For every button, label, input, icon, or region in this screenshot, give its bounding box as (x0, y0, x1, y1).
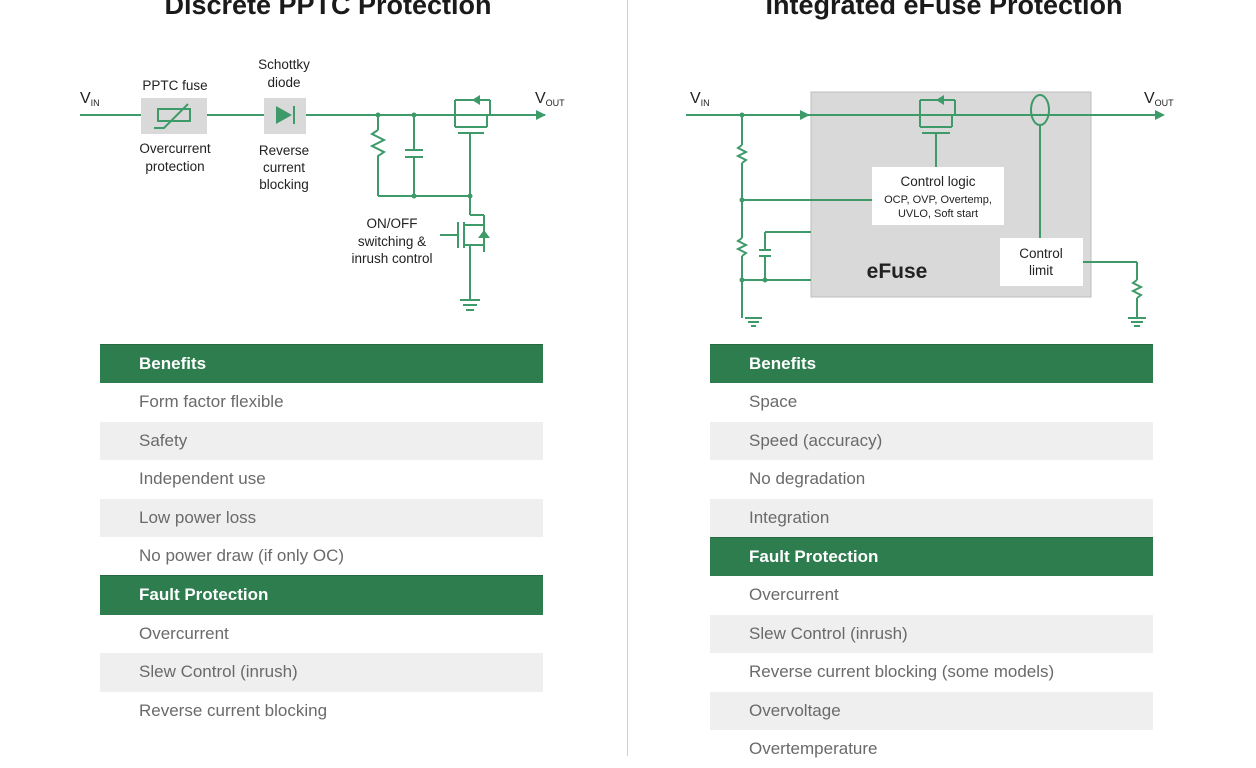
fault-item: Overvoltage (710, 691, 1153, 730)
onoff-label-line3: inrush control (351, 251, 432, 266)
benefits-header: Benefits (710, 344, 1153, 384)
fault-item: Reverse current blocking (some models) (749, 662, 1055, 682)
efuse-benefits-table: Benefits Space Speed (accuracy) No degra… (710, 344, 1153, 768)
benefits-header: Benefits (100, 344, 543, 384)
fault-item: Overcurrent (749, 585, 839, 605)
control-logic-box (872, 167, 1004, 225)
left-vout-label: VOUT (535, 90, 565, 108)
fault-item: Overtemperature (749, 738, 878, 758)
schottky-caption-line3: blocking (259, 177, 309, 192)
benefit-item: Speed (accuracy) (710, 421, 1153, 461)
left-title: Discrete PPTC Protection (164, 0, 492, 20)
benefit-item: Space (749, 392, 798, 412)
benefit-item: No degradation (749, 469, 866, 489)
control-logic-line3: UVLO, Soft start (898, 208, 978, 220)
onoff-label-line1: ON/OFF (367, 216, 418, 231)
schottky-caption-line1: Reverse (259, 143, 309, 158)
control-logic-line2: OCP, OVP, Overtemp, (884, 194, 992, 206)
control-logic-line1: Control logic (900, 174, 975, 189)
onoff-label-line2: switching & (358, 234, 426, 249)
fault-protection-header: Fault Protection (100, 575, 543, 615)
benefit-item: No power draw (if only OC) (139, 545, 345, 565)
pptc-circuit-diagram: VIN VOUT PPTC fuse Overcurrent protectio… (80, 57, 565, 311)
efuse-circuit-diagram: Control logic OCP, OVP, Overtemp, UVLO, … (686, 90, 1174, 327)
control-limit-line2: limit (1029, 263, 1053, 278)
pptc-caption-line2: protection (145, 159, 204, 174)
right-vin-label: VIN (690, 90, 710, 108)
benefit-item: Low power loss (100, 498, 543, 537)
benefit-item: Form factor flexible (139, 392, 284, 412)
fault-item: Slew Control (inrush) (100, 653, 543, 692)
control-limit-line1: Control (1019, 246, 1063, 261)
pptc-caption-line1: Overcurrent (139, 141, 211, 156)
control-limit-box (1000, 238, 1083, 286)
schottky-label-line2: diode (267, 75, 300, 90)
fault-protection-header: Fault Protection (710, 536, 1153, 577)
efuse-label: eFuse (867, 260, 928, 283)
fault-item: Overcurrent (139, 623, 229, 643)
pptc-benefits-table: Benefits Form factor flexible Safety Ind… (100, 344, 543, 730)
pptc-fuse-label: PPTC fuse (142, 78, 207, 93)
schottky-label-line1: Schottky (258, 57, 310, 72)
fault-item: Reverse current blocking (139, 700, 328, 720)
fault-item: Slew Control (inrush) (710, 614, 1153, 654)
benefit-item: Independent use (139, 469, 266, 489)
column-divider (627, 0, 628, 756)
benefit-item: Safety (100, 421, 543, 461)
schottky-caption-line2: current (263, 160, 305, 175)
benefit-item: Integration (710, 498, 1153, 537)
right-title: Integrated eFuse Protection (765, 0, 1123, 20)
right-vout-label: VOUT (1144, 90, 1174, 108)
left-vin-label: VIN (80, 90, 100, 108)
